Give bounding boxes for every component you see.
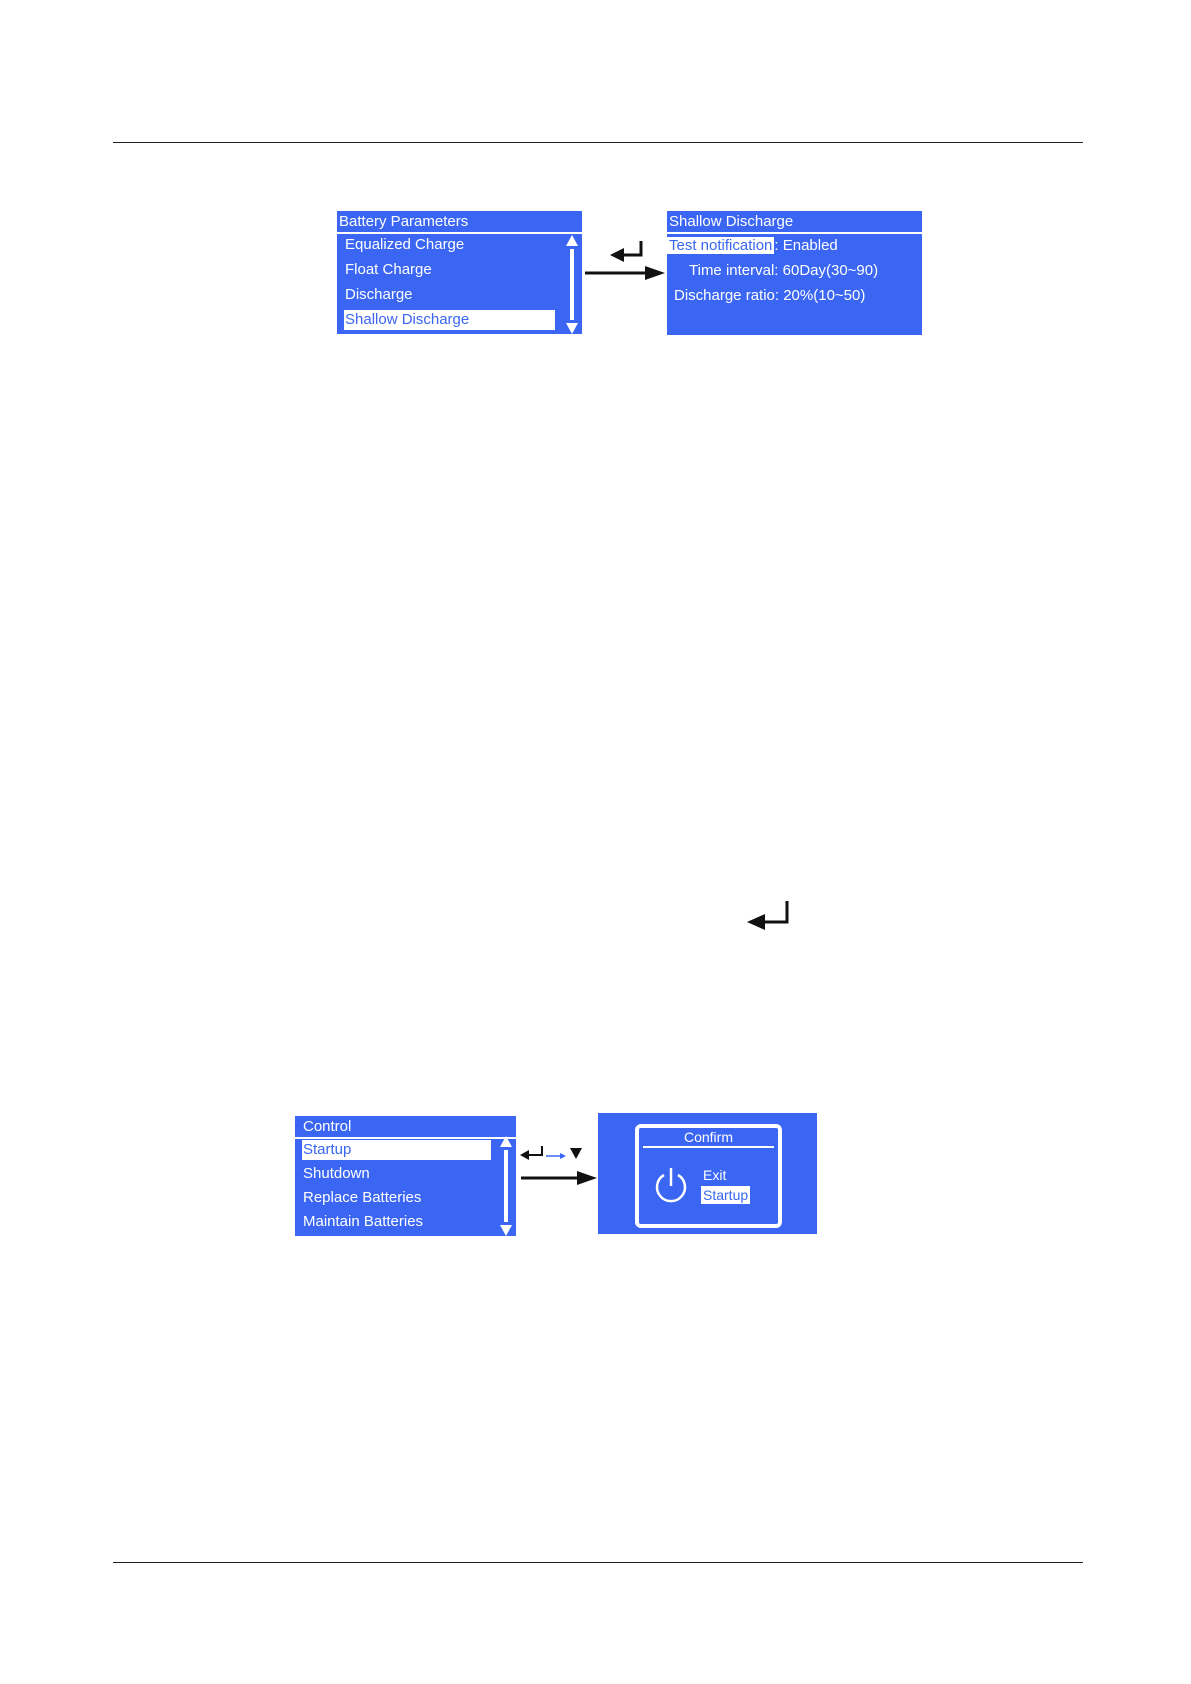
shallow-discharge-screen: Shallow Discharge Test notification: Ena… [667, 211, 922, 335]
scrollbar-track[interactable] [504, 1150, 508, 1222]
power-icon [653, 1166, 689, 1204]
menu-item-float-charge[interactable]: Float Charge [344, 260, 555, 280]
menu-item-equalized-charge[interactable]: Equalized Charge [344, 235, 555, 255]
menu-item-discharge[interactable]: Discharge [344, 285, 555, 305]
navigate-right-arrow-icon [585, 264, 665, 282]
screen-title: Control [295, 1116, 516, 1139]
discharge-ratio-row[interactable]: Discharge ratio: 20%(10~50) [674, 286, 865, 306]
screen-title: Battery Parameters [337, 211, 582, 234]
screen-title: Shallow Discharge [667, 211, 922, 234]
control-screen: Control Startup Shutdown Replace Batteri… [295, 1116, 516, 1236]
header-rule [113, 142, 1083, 143]
enter-then-down-key-icon [520, 1144, 584, 1164]
scrollbar-track[interactable] [570, 249, 574, 320]
scroll-up-arrow-icon[interactable] [500, 1136, 512, 1147]
confirm-dialog: Confirm Exit Startup [635, 1124, 782, 1228]
menu-item-shutdown[interactable]: Shutdown [302, 1164, 491, 1184]
scrollbar[interactable] [500, 1136, 512, 1236]
confirm-screen: Confirm Exit Startup [598, 1113, 817, 1234]
option-exit[interactable]: Exit [701, 1166, 728, 1184]
test-notification-row[interactable]: Test notification: Enabled [667, 236, 838, 256]
footer-rule [113, 1562, 1083, 1563]
option-startup[interactable]: Startup [701, 1186, 750, 1204]
time-interval-row[interactable]: Time interval: 60Day(30~90) [689, 261, 878, 281]
menu-item-shallow-discharge[interactable]: Shallow Discharge [344, 310, 555, 330]
test-notification-value: : Enabled [774, 237, 837, 254]
enter-key-icon [610, 240, 644, 266]
battery-parameters-screen: Battery Parameters Equalized Charge Floa… [337, 211, 582, 334]
confirm-title: Confirm [639, 1128, 778, 1146]
enter-key-icon [747, 900, 791, 934]
test-notification-label: Test notification [667, 237, 774, 254]
scroll-down-arrow-icon[interactable] [500, 1225, 512, 1236]
scroll-down-arrow-icon[interactable] [566, 323, 578, 334]
menu-item-startup[interactable]: Startup [302, 1140, 491, 1160]
scroll-up-arrow-icon[interactable] [566, 235, 578, 246]
menu-item-maintain-batteries[interactable]: Maintain Batteries [302, 1212, 491, 1232]
menu-item-replace-batteries[interactable]: Replace Batteries [302, 1188, 491, 1208]
confirm-dialog-body: Exit Startup [643, 1146, 774, 1220]
scrollbar[interactable] [566, 235, 578, 334]
navigate-right-arrow-icon [521, 1169, 597, 1187]
